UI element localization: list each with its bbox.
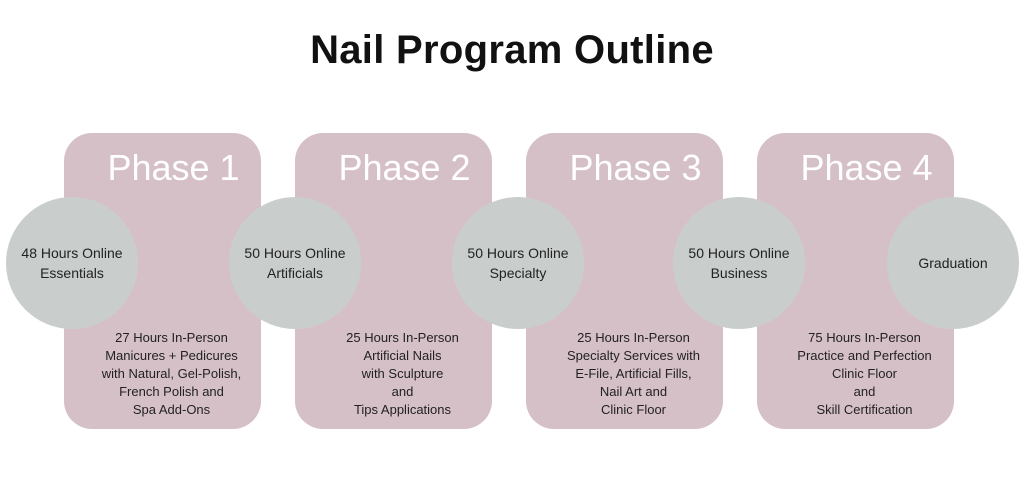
phase-2-in-person: 25 Hours In-Person Artificial Nails with… — [346, 330, 459, 417]
graduation-circle: Graduation — [887, 197, 1019, 329]
phase-3-online-circle: 50 Hours Online Specialty — [452, 197, 584, 329]
phase-2-online-circle: 50 Hours Online Artificials — [229, 197, 361, 329]
phase-4-title: Phase 4 — [800, 147, 933, 188]
phase-1-card: Phase 1 27 Hours In-Person Manicures + P… — [64, 133, 261, 429]
phase-3-in-person: 25 Hours In-Person Specialty Services wi… — [567, 330, 700, 417]
phase-1-online-circle: 48 Hours Online Essentials — [6, 197, 138, 329]
phase-4-in-person: 75 Hours In-Person Practice and Perfecti… — [797, 330, 932, 417]
phase-1-title: Phase 1 — [107, 147, 240, 188]
phase-3-title: Phase 3 — [569, 147, 702, 188]
phase-2-title: Phase 2 — [338, 147, 471, 188]
phase-4-online-circle: 50 Hours Online Business — [673, 197, 805, 329]
page-title: Nail Program Outline — [310, 28, 714, 72]
phase-1-in-person: 27 Hours In-Person Manicures + Pedicures… — [101, 330, 242, 417]
